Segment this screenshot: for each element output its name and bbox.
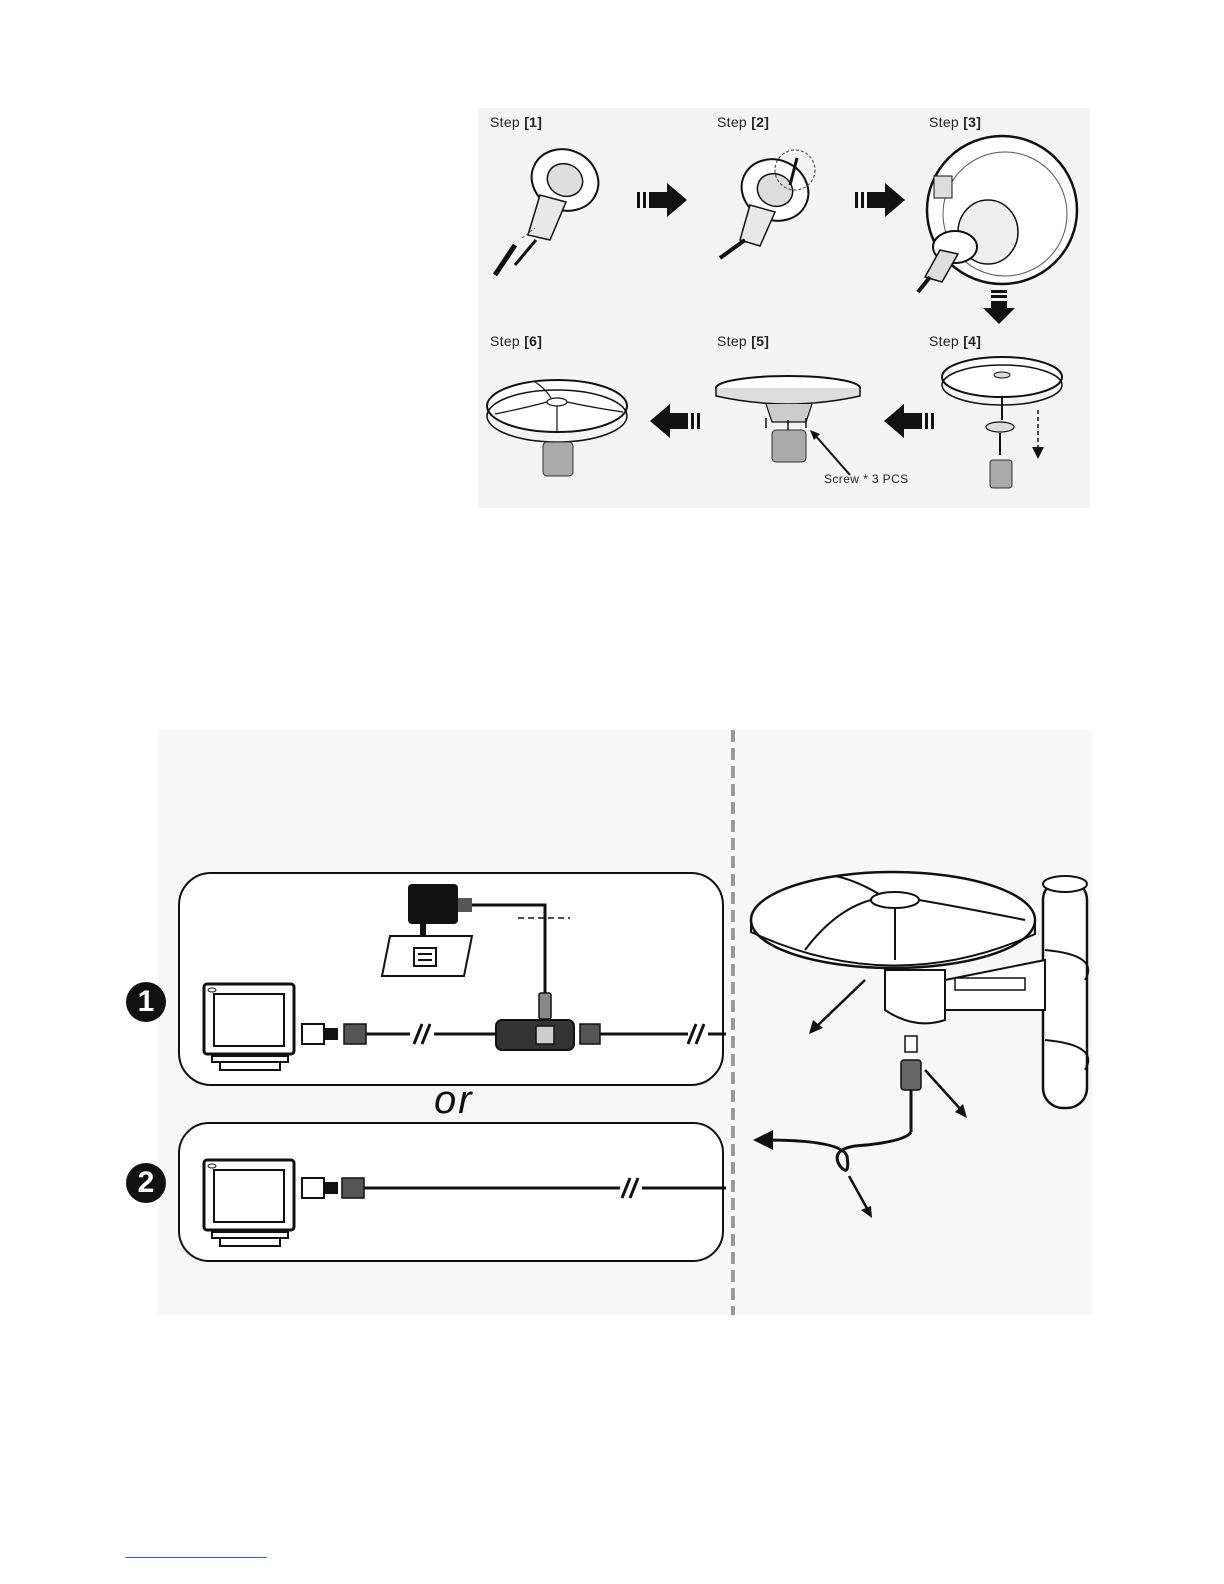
coax-cable-option-2 xyxy=(300,1172,728,1206)
wiring-divider xyxy=(730,730,736,1315)
step-2-label: Step [2] xyxy=(717,114,769,130)
step-2-flange-illustration xyxy=(705,140,845,290)
arrow-left-icon xyxy=(648,404,700,438)
step-3-antenna-back-illustration xyxy=(910,132,1090,297)
arrow-left-icon xyxy=(882,404,934,438)
outdoor-antenna-illustration xyxy=(745,860,1095,1220)
footer-rule xyxy=(125,1557,267,1558)
step-5-label: Step [5] xyxy=(717,333,769,349)
arrow-right-icon xyxy=(855,183,907,217)
tv-icon xyxy=(202,982,298,1074)
step-6-assembled-antenna-illustration xyxy=(485,378,635,488)
step-1-label: Step [1] xyxy=(490,114,542,130)
arrow-down-icon xyxy=(986,290,1016,326)
option-2-badge: 2 xyxy=(126,1163,166,1203)
step-4-label: Step [4] xyxy=(929,333,981,349)
tv-icon xyxy=(202,1158,298,1250)
step-6-label: Step [6] xyxy=(490,333,542,349)
power-plug-icon xyxy=(535,955,555,1025)
step-3-label: Step [3] xyxy=(929,114,981,130)
or-text: or xyxy=(434,1078,474,1123)
arrow-right-icon xyxy=(637,183,689,217)
option-1-badge: 1 xyxy=(126,982,166,1022)
coax-cable-option-1 xyxy=(300,1016,728,1056)
screw-count-label: Screw * 3 PCS xyxy=(824,472,909,486)
step-1-flange-illustration xyxy=(480,140,620,290)
step-5-antenna-screws-illustration xyxy=(710,370,870,480)
step-4-antenna-mount-illustration xyxy=(940,355,1080,505)
